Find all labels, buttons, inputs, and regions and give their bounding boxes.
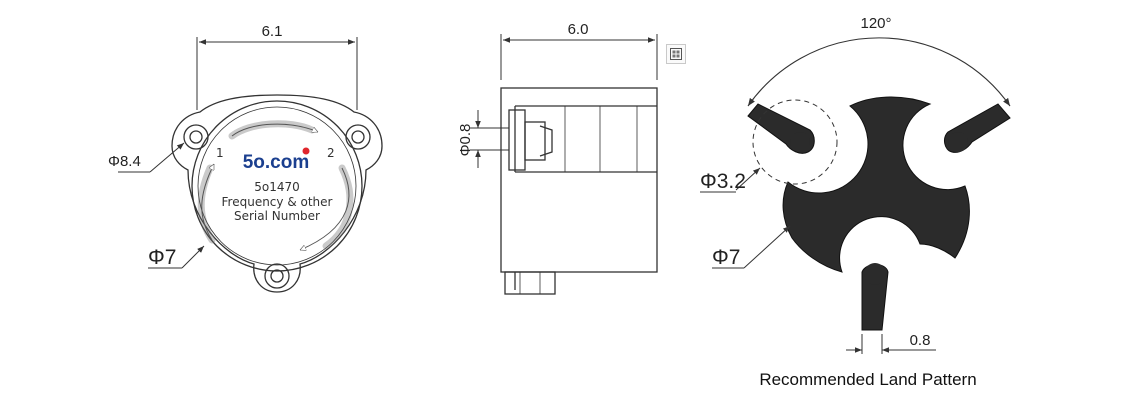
land-pattern [700, 37, 1011, 354]
slot-width-label: 0.8 [910, 332, 931, 349]
port-1-label: 1 [216, 146, 224, 160]
top-width-dim: 6.1 [262, 23, 283, 40]
land-pattern-caption: Recommended Land Pattern [759, 370, 976, 389]
pin-bottom [504, 271, 556, 295]
side-body [500, 87, 658, 273]
pin-top [508, 109, 526, 171]
pin-dia-label: Φ0.8 [457, 124, 474, 157]
body-dia-label: Φ7 [148, 246, 176, 269]
brand-dot [302, 147, 310, 155]
side-width-dim: 6.0 [568, 21, 589, 38]
pad-dia-label: Φ7 [712, 246, 740, 269]
top-view [118, 37, 383, 293]
port-2-label: 2 [327, 146, 335, 160]
part-number: 5o1470 [254, 180, 300, 194]
angle-label: 120° [860, 15, 891, 32]
hole-dia-label: Φ3.2 [700, 170, 746, 193]
reference-circle [752, 99, 838, 185]
note-line-2: Serial Number [234, 209, 320, 223]
body-circle [191, 100, 363, 272]
mount-hole-bottom [264, 263, 290, 289]
ground-pad [782, 96, 970, 273]
brand-logo: 5o.com [243, 152, 310, 173]
side-view [470, 34, 658, 295]
mount-dia-label: Φ8.4 [108, 153, 141, 170]
note-line-1: Frequency & other [222, 195, 333, 209]
flange-outline [171, 94, 383, 293]
image-grid-button[interactable] [666, 44, 686, 64]
mount-hole-right [345, 124, 371, 150]
mount-hole-left [183, 124, 209, 150]
image-grid-icon [670, 48, 682, 60]
